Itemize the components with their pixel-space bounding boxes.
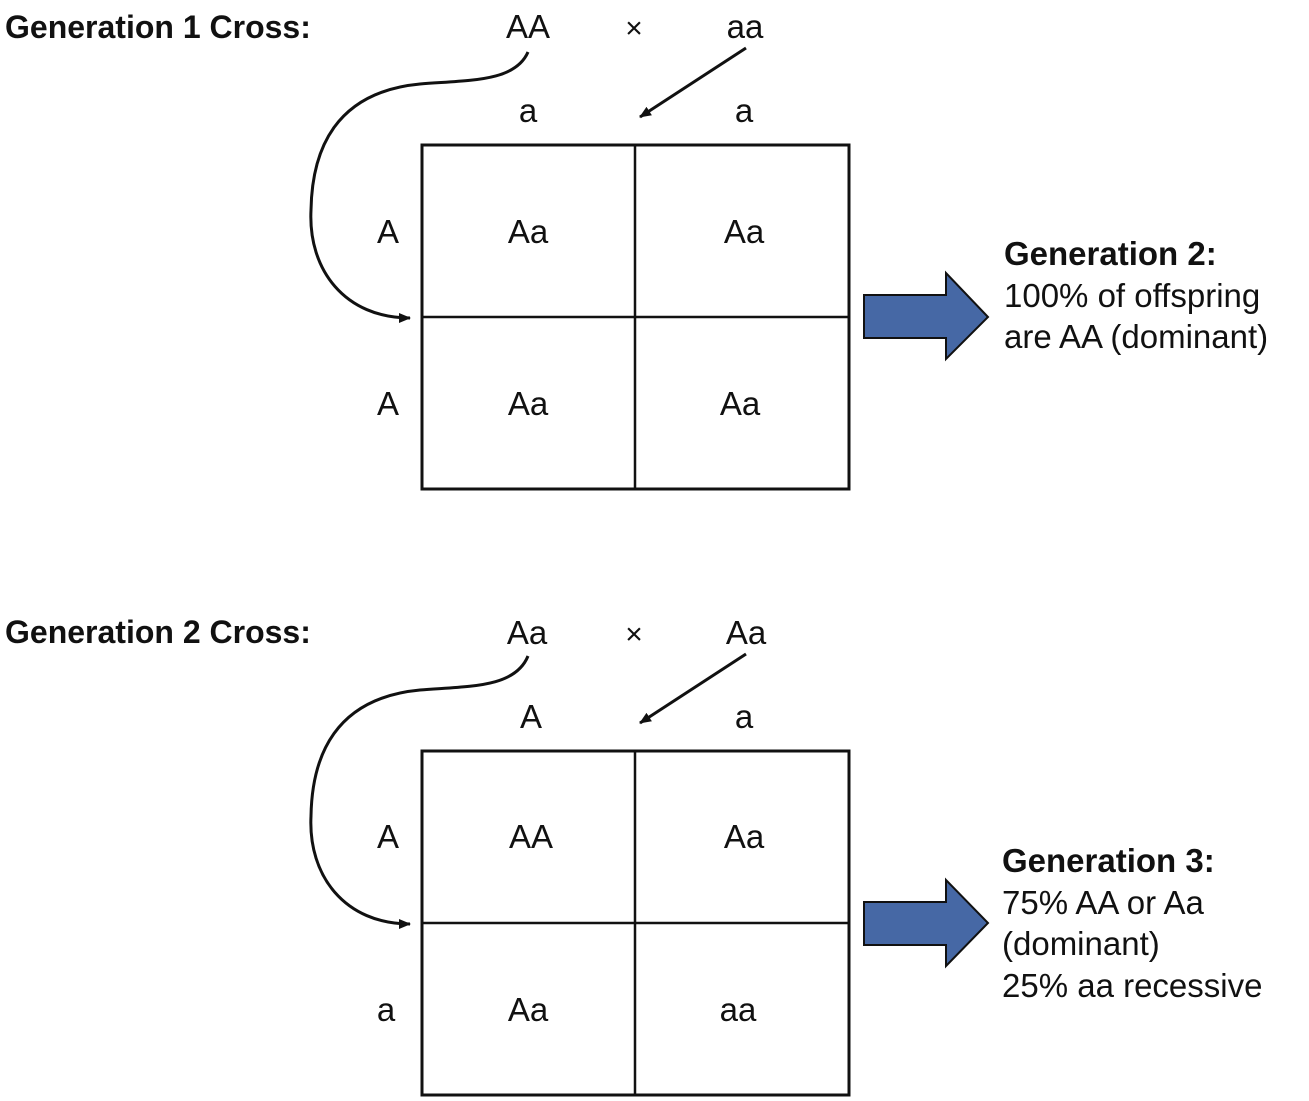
result-title-2: Generation 3: [1002, 842, 1215, 879]
punnett-cell-2-r1c1: AA [508, 818, 554, 855]
times-symbol-1: × [625, 12, 643, 45]
row-allele-1-2: A [376, 385, 400, 422]
times-symbol-2: × [625, 618, 643, 651]
punnett-cell-1-r1c1: Aa [507, 213, 549, 250]
punnett-cell-2-r2c1: Aa [507, 991, 549, 1028]
cross-label-1: Generation 1 Cross: [5, 9, 311, 45]
row-allele-2-1: A [376, 818, 400, 855]
blue-arrow-1 [863, 270, 990, 362]
parent-right-2: Aa [725, 614, 767, 651]
punnett-cell-1-r1c2: Aa [723, 213, 765, 250]
result-line-2-2: (dominant) [1002, 925, 1160, 962]
blue-arrow-2 [863, 877, 990, 969]
parent-right-1: aa [726, 8, 764, 45]
punnett-cell-1-r2c2: Aa [719, 385, 761, 422]
col-allele-2-2: a [734, 698, 754, 735]
punnett-square-1 [420, 143, 851, 491]
parent-left-1: AA [505, 8, 551, 45]
result-line-2-3: 25% aa recessive [1002, 967, 1263, 1004]
curved-arrow-2 [309, 655, 530, 929]
result-title-1: Generation 2: [1004, 235, 1217, 272]
curved-arrow-1 [309, 51, 530, 323]
punnett-square-2 [420, 749, 851, 1097]
col-allele-1-2: a [734, 92, 754, 129]
result-line-1-2: are AA (dominant) [1004, 318, 1269, 355]
row-allele-1-1: A [376, 213, 400, 250]
diagonal-arrow-2 [639, 652, 747, 725]
cross-label-2: Generation 2 Cross: [5, 614, 311, 650]
punnett-cell-2-r2c2: aa [719, 991, 757, 1028]
col-allele-1-1: a [518, 92, 538, 129]
punnett-cell-1-r2c1: Aa [507, 385, 549, 422]
result-line-1-1: 100% of offspring [1004, 277, 1261, 314]
col-allele-2-1: A [519, 698, 543, 735]
punnett-cell-2-r1c2: Aa [723, 818, 765, 855]
parent-left-2: Aa [506, 614, 548, 651]
row-allele-2-2: a [376, 991, 396, 1028]
diagonal-arrow-1 [639, 46, 747, 119]
result-line-2-1: 75% AA or Aa [1002, 884, 1204, 921]
